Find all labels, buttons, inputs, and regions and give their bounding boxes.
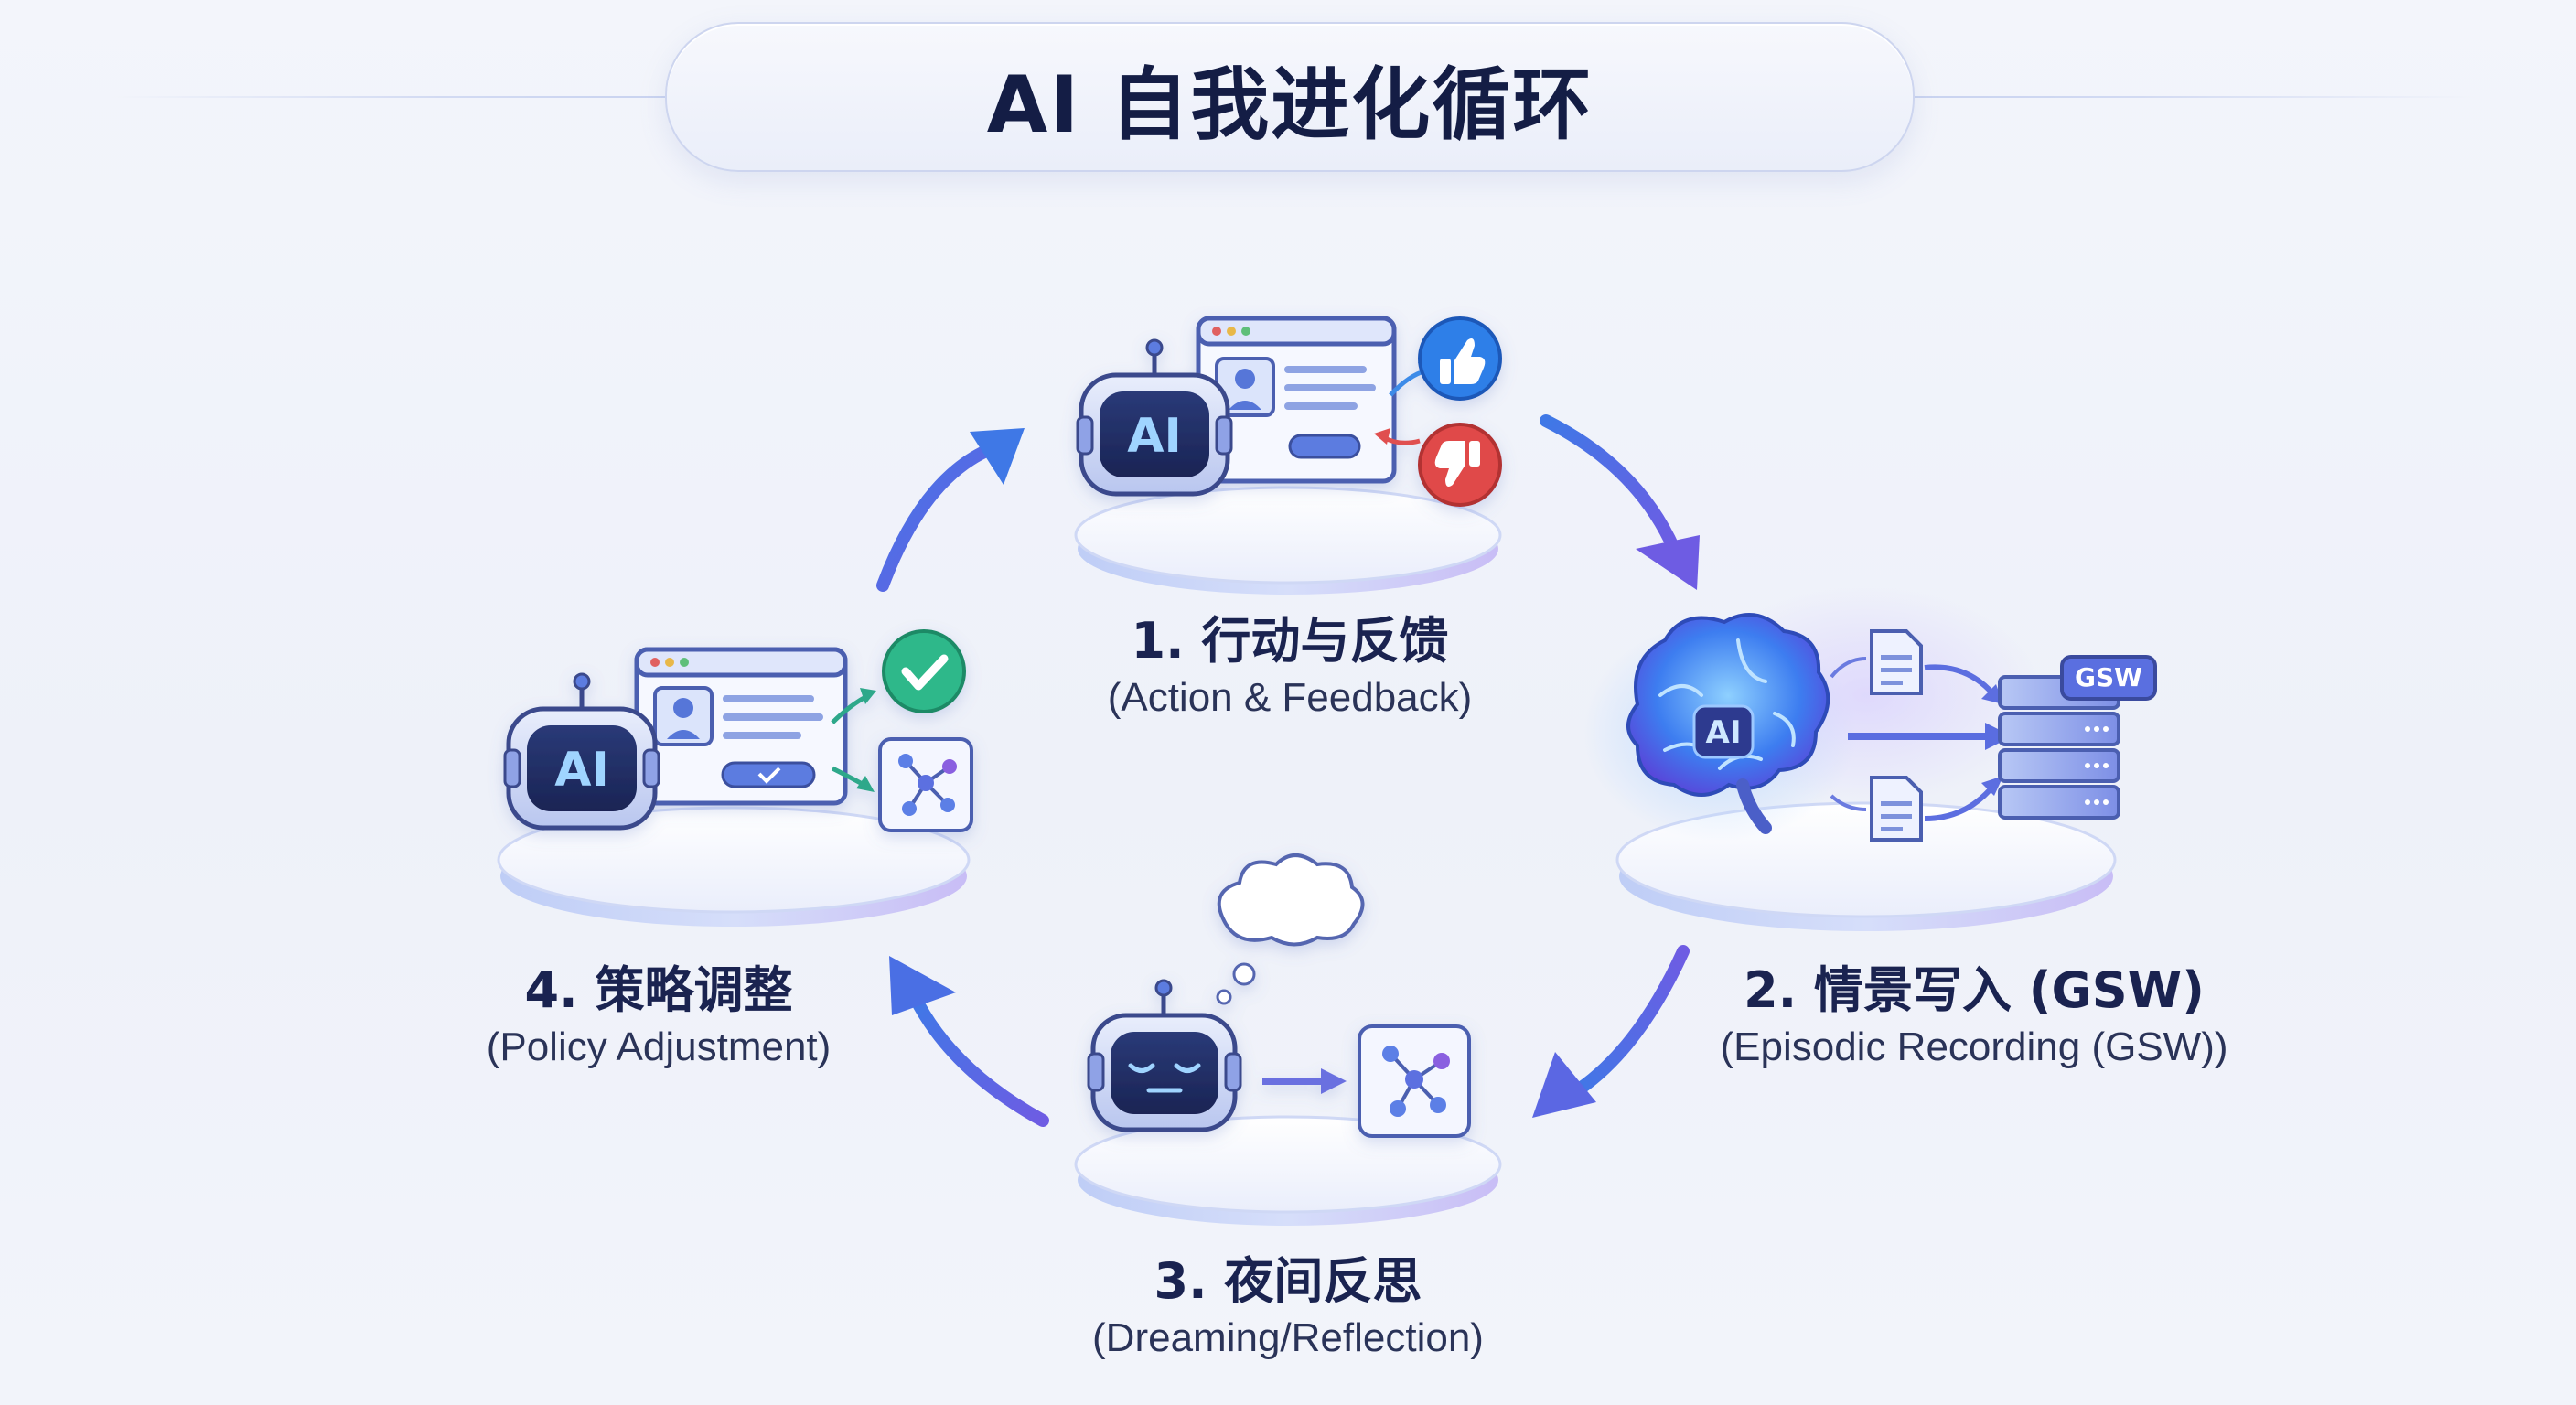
thumbs-down-icon: [1418, 423, 1502, 507]
arrow-3-to-4: [889, 956, 1049, 1127]
document-icon-top: [1870, 629, 1923, 695]
step-1-illustration: AI: [1076, 316, 1502, 507]
platform-step-1: [1074, 486, 1502, 595]
step-1-subtitle: (Action & Feedback): [1107, 675, 1473, 720]
arrow-4-to-1: [876, 428, 1025, 592]
thumbs-up-icon: [1418, 316, 1502, 401]
brain-icon: AI: [1626, 613, 1830, 834]
step-2-illustration: AI GSW: [1583, 585, 2157, 842]
browser-window-icon: [1196, 316, 1397, 484]
step-4-illustration: AI: [503, 629, 973, 832]
network-graph-icon: [1358, 1024, 1471, 1138]
database-stack-icon: GSW: [1998, 655, 2157, 820]
step-3-title: 3. 夜间反思: [1154, 1252, 1422, 1310]
ai-robot-icon-2: AI: [503, 672, 660, 831]
title-banner: AI 自我进化循环: [665, 22, 1915, 172]
title-line-right: [1911, 96, 2478, 98]
title-line-left: [110, 96, 665, 98]
step-2-label: 2. 情景写入 (GSW) (Episodic Recording (GSW)): [1720, 960, 2227, 1074]
thought-cloud-icon: [1216, 853, 1365, 1005]
svg-text:AI: AI: [1706, 714, 1742, 751]
page-title: AI 自我进化循环: [986, 59, 1594, 151]
platform-step-3: [1074, 1115, 1502, 1226]
step-3-illustration: [1087, 853, 1471, 1138]
step-4-subtitle: (Policy Adjustment): [486, 1024, 832, 1069]
ai-robot-icon: AI: [1076, 338, 1233, 497]
browser-window-icon-2: [634, 647, 848, 806]
network-graph-icon-2: [878, 737, 973, 832]
step-4-title: 4. 策略调整: [524, 961, 793, 1019]
svg-text:GSW: GSW: [2075, 662, 2142, 692]
sleeping-robot-icon: [1087, 979, 1242, 1132]
arrow-1-to-2: [1540, 414, 1700, 590]
platform-step-4: [497, 806, 971, 927]
check-circle-icon: [882, 629, 966, 713]
step-2-title: 2. 情景写入 (GSW): [1744, 961, 2205, 1019]
svg-text:AI: AI: [1127, 409, 1182, 464]
document-icon-bottom: [1870, 776, 1923, 842]
step-2-subtitle: (Episodic Recording (GSW)): [1720, 1024, 2228, 1069]
step-4-label: 4. 策略调整 (Policy Adjustment): [487, 960, 832, 1074]
step-1-label: 1. 行动与反馈 (Action & Feedback): [1108, 611, 1473, 724]
step-3-label: 3. 夜间反思 (Dreaming/Reflection): [1092, 1251, 1484, 1365]
step-1-title: 1. 行动与反馈: [1131, 612, 1449, 670]
arrow-2-to-3: [1532, 945, 1690, 1118]
svg-text:AI: AI: [554, 743, 609, 798]
step-3-subtitle: (Dreaming/Reflection): [1092, 1315, 1484, 1360]
